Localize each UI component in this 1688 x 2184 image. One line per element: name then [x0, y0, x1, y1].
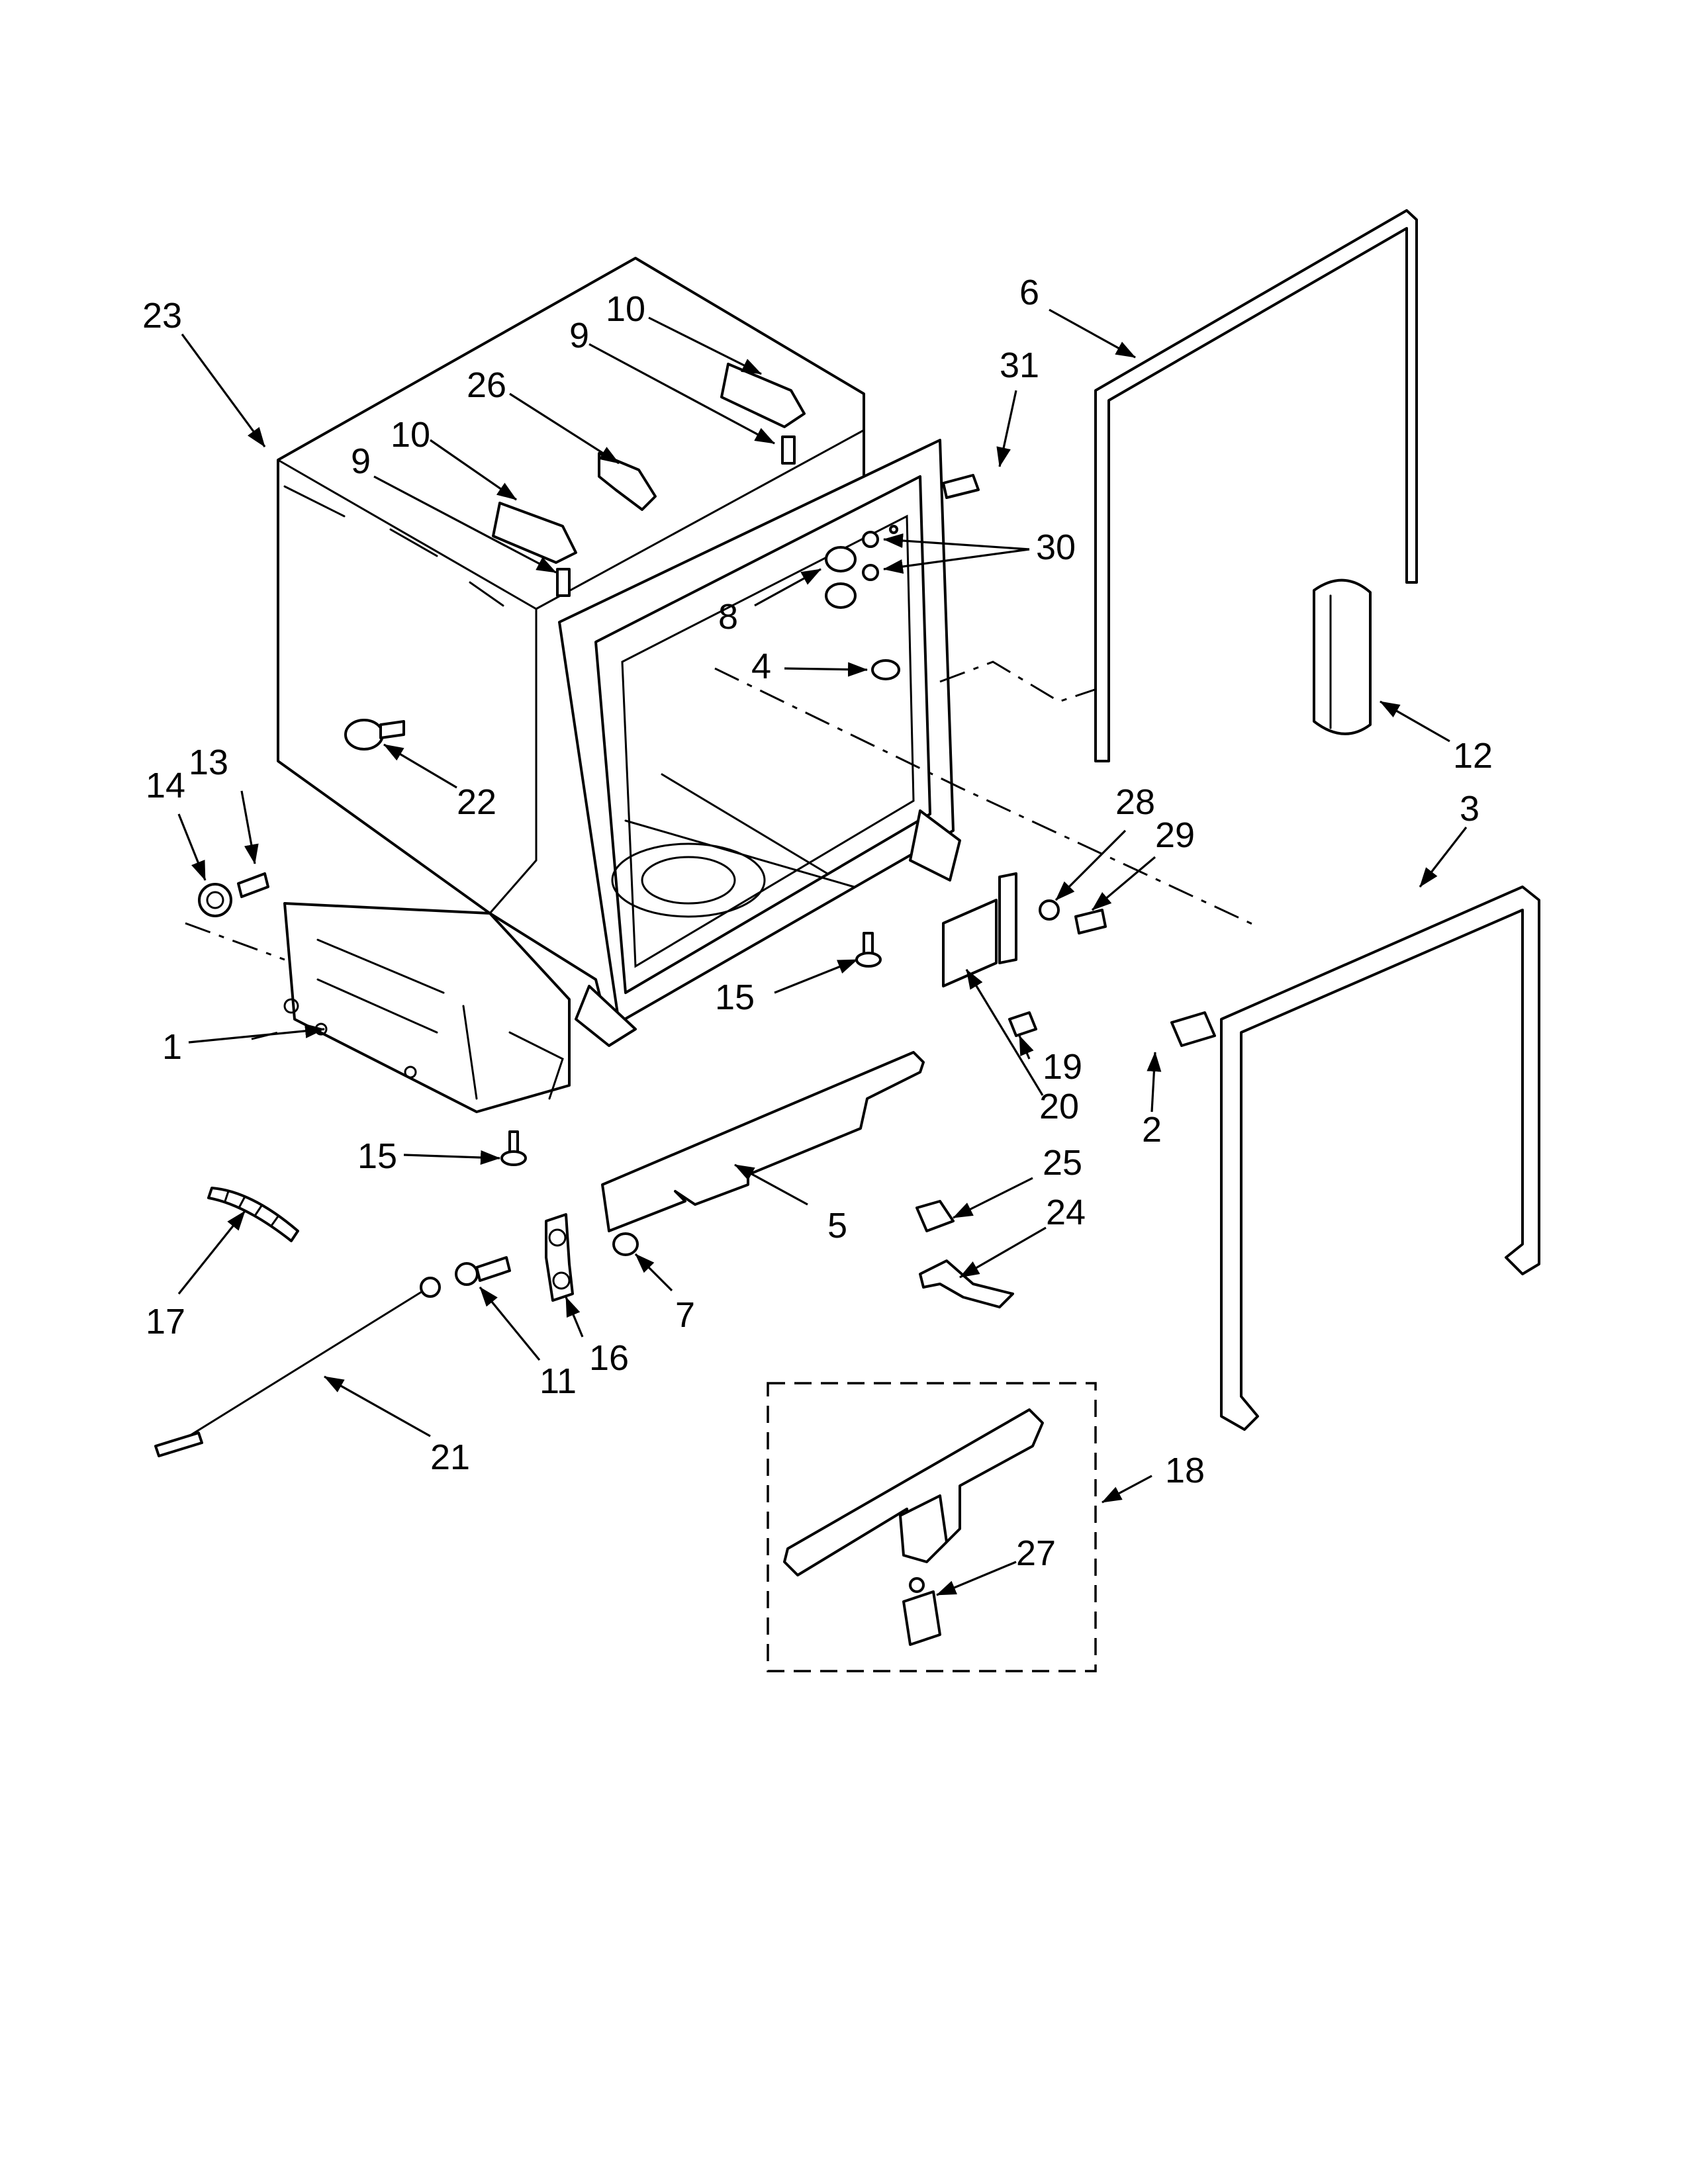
- inset-assembly: [767, 1382, 1097, 1672]
- door-gasket-bottom: [1220, 886, 1540, 1431]
- callout-9-left: 9: [351, 441, 371, 481]
- callout-31: 31: [1000, 345, 1039, 385]
- leader-lines: [177, 308, 1468, 1596]
- callout-20: 20: [1039, 1087, 1079, 1126]
- callout-16: 16: [589, 1338, 629, 1378]
- callout-10-top: 10: [606, 289, 645, 329]
- callout-25: 25: [1043, 1143, 1082, 1183]
- callout-21: 21: [430, 1437, 470, 1477]
- callout-8: 8: [718, 597, 738, 637]
- callout-30: 30: [1036, 527, 1076, 567]
- callout-labels: 23 10 9 26 10 9 6 31 30 8 4 12 3 22 13 1…: [142, 273, 1493, 1573]
- callout-26: 26: [467, 365, 506, 405]
- callout-14: 14: [146, 766, 185, 805]
- callout-15-left: 15: [357, 1136, 397, 1176]
- callout-13: 13: [189, 743, 228, 782]
- callout-18: 18: [1165, 1451, 1205, 1490]
- callout-15-right: 15: [715, 978, 755, 1017]
- callout-1: 1: [162, 1027, 182, 1067]
- strip-part: [1313, 578, 1372, 735]
- callout-5: 5: [827, 1206, 847, 1246]
- callout-19: 19: [1043, 1047, 1082, 1087]
- door-gasket-top: [1094, 209, 1418, 762]
- callout-29: 29: [1155, 815, 1195, 855]
- callout-4: 4: [751, 647, 771, 686]
- callout-22: 22: [457, 782, 496, 822]
- callout-10-left: 10: [391, 415, 430, 455]
- callout-7: 7: [675, 1295, 695, 1335]
- base-frame: [283, 902, 571, 1113]
- callout-6: 6: [1019, 273, 1039, 312]
- callout-12: 12: [1453, 736, 1493, 776]
- callout-17: 17: [146, 1302, 185, 1342]
- callout-2: 2: [1142, 1110, 1162, 1150]
- callout-11: 11: [539, 1361, 577, 1401]
- hardware-parts: [154, 363, 1216, 1457]
- callout-27: 27: [1016, 1533, 1056, 1573]
- callout-9-top: 9: [569, 316, 589, 355]
- callout-3: 3: [1460, 789, 1479, 829]
- callout-24: 24: [1046, 1193, 1086, 1232]
- callout-28: 28: [1115, 782, 1155, 822]
- callout-23: 23: [142, 296, 182, 336]
